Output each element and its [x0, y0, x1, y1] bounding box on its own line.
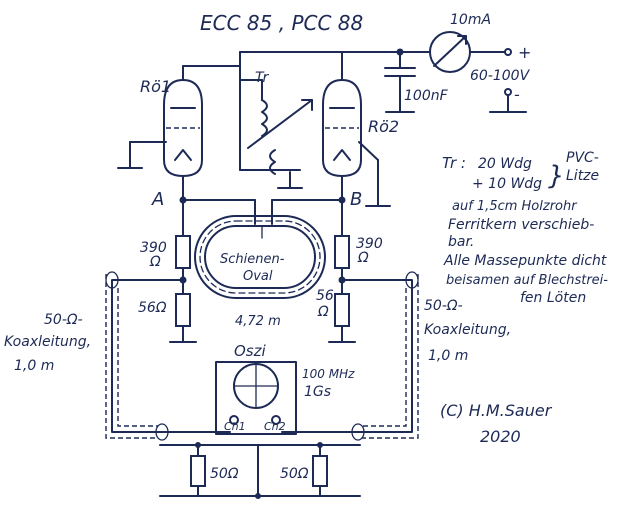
node-b-label: B — [350, 189, 362, 210]
right-coax-cable — [341, 271, 419, 441]
ammeter-label: 10mA — [450, 12, 491, 28]
transformer-symbol — [239, 51, 313, 189]
r-left-top-value: 390 — [140, 240, 167, 256]
plus-terminal-label: + — [518, 43, 531, 62]
note-line-5: beisamen auf Blechstrei- — [446, 273, 608, 288]
rail-oval-length: 4,72 m — [235, 314, 281, 329]
supply-voltage-label: 60-100V — [470, 68, 531, 84]
tr-turns-1: 20 Wdg — [478, 156, 532, 172]
coax-right-label-3: 1,0 m — [428, 348, 468, 364]
termination-network — [159, 442, 361, 499]
oszi-label: Oszi — [234, 342, 266, 360]
right-resistors — [328, 199, 356, 343]
coax-right-label-1: 50-Ω- — [424, 298, 463, 314]
r-right-top-value: 390 — [356, 236, 383, 252]
note-line-4: Alle Massepunkte dicht — [443, 253, 607, 269]
node-a-label: A — [151, 189, 164, 210]
capacitor-label: 100nF — [404, 88, 449, 104]
rail-oval-label-line2: Oval — [243, 269, 273, 284]
tube-2-symbol — [322, 51, 391, 207]
r-left-bottom-value: 56Ω — [138, 300, 167, 316]
note-line-2: Ferritkern verschieb- — [448, 217, 594, 233]
rail-oval-label-line1: Schienen- — [220, 252, 285, 267]
oszi-ch2: Ch2 — [264, 420, 286, 433]
coax-left-label-1: 50-Ω- — [44, 312, 83, 328]
tr-prefix: Tr : — [442, 154, 466, 172]
term-left-value: 50Ω — [210, 466, 239, 482]
note-line-6: fen Löten — [520, 290, 586, 306]
minus-terminal-label: - — [514, 85, 520, 104]
rail-oval-symbol — [182, 199, 343, 299]
tr-wire-2: Litze — [566, 168, 599, 184]
oscilloscope-symbol — [161, 361, 359, 435]
tube-1-label: Rö1 — [140, 77, 171, 96]
r-right-bottom-value: 56 — [316, 288, 334, 304]
tr-turns-2: + 10 Wdg — [472, 176, 542, 192]
coax-left-label-3: 1,0 m — [14, 358, 54, 374]
r-right-bottom-unit: Ω — [317, 304, 329, 320]
tr-wire-1: PVC- — [566, 150, 599, 166]
ammeter-symbol — [429, 31, 471, 73]
note-line-1: auf 1,5cm Holzrohr — [452, 199, 578, 214]
r-right-top-unit: Ω — [357, 250, 369, 266]
tube-1-symbol — [117, 65, 241, 201]
copyright-label: (C) H.M.Sauer — [440, 401, 553, 420]
transformer-label: Tr — [255, 70, 269, 86]
copyright-year: 2020 — [480, 427, 521, 446]
diagram-title: ECC 85 , PCC 88 — [200, 11, 363, 35]
r-left-top-unit: Ω — [149, 254, 161, 270]
tr-brace: } — [548, 161, 565, 191]
left-resistors — [169, 199, 197, 343]
oszi-bandwidth: 100 MHz — [302, 367, 355, 381]
coax-right-label-2: Koaxleitung, — [424, 322, 511, 338]
term-right-value: 50Ω — [280, 466, 309, 482]
oszi-ch1: Ch1 — [224, 420, 246, 433]
tube-2-label: Rö2 — [368, 117, 399, 136]
coax-left-label-2: Koaxleitung, — [4, 334, 91, 350]
left-coax-cable — [105, 271, 184, 441]
oszi-sample-rate: 1Gs — [304, 384, 331, 400]
note-line-3: bar. — [448, 234, 474, 250]
capacitor-symbol — [384, 51, 416, 113]
